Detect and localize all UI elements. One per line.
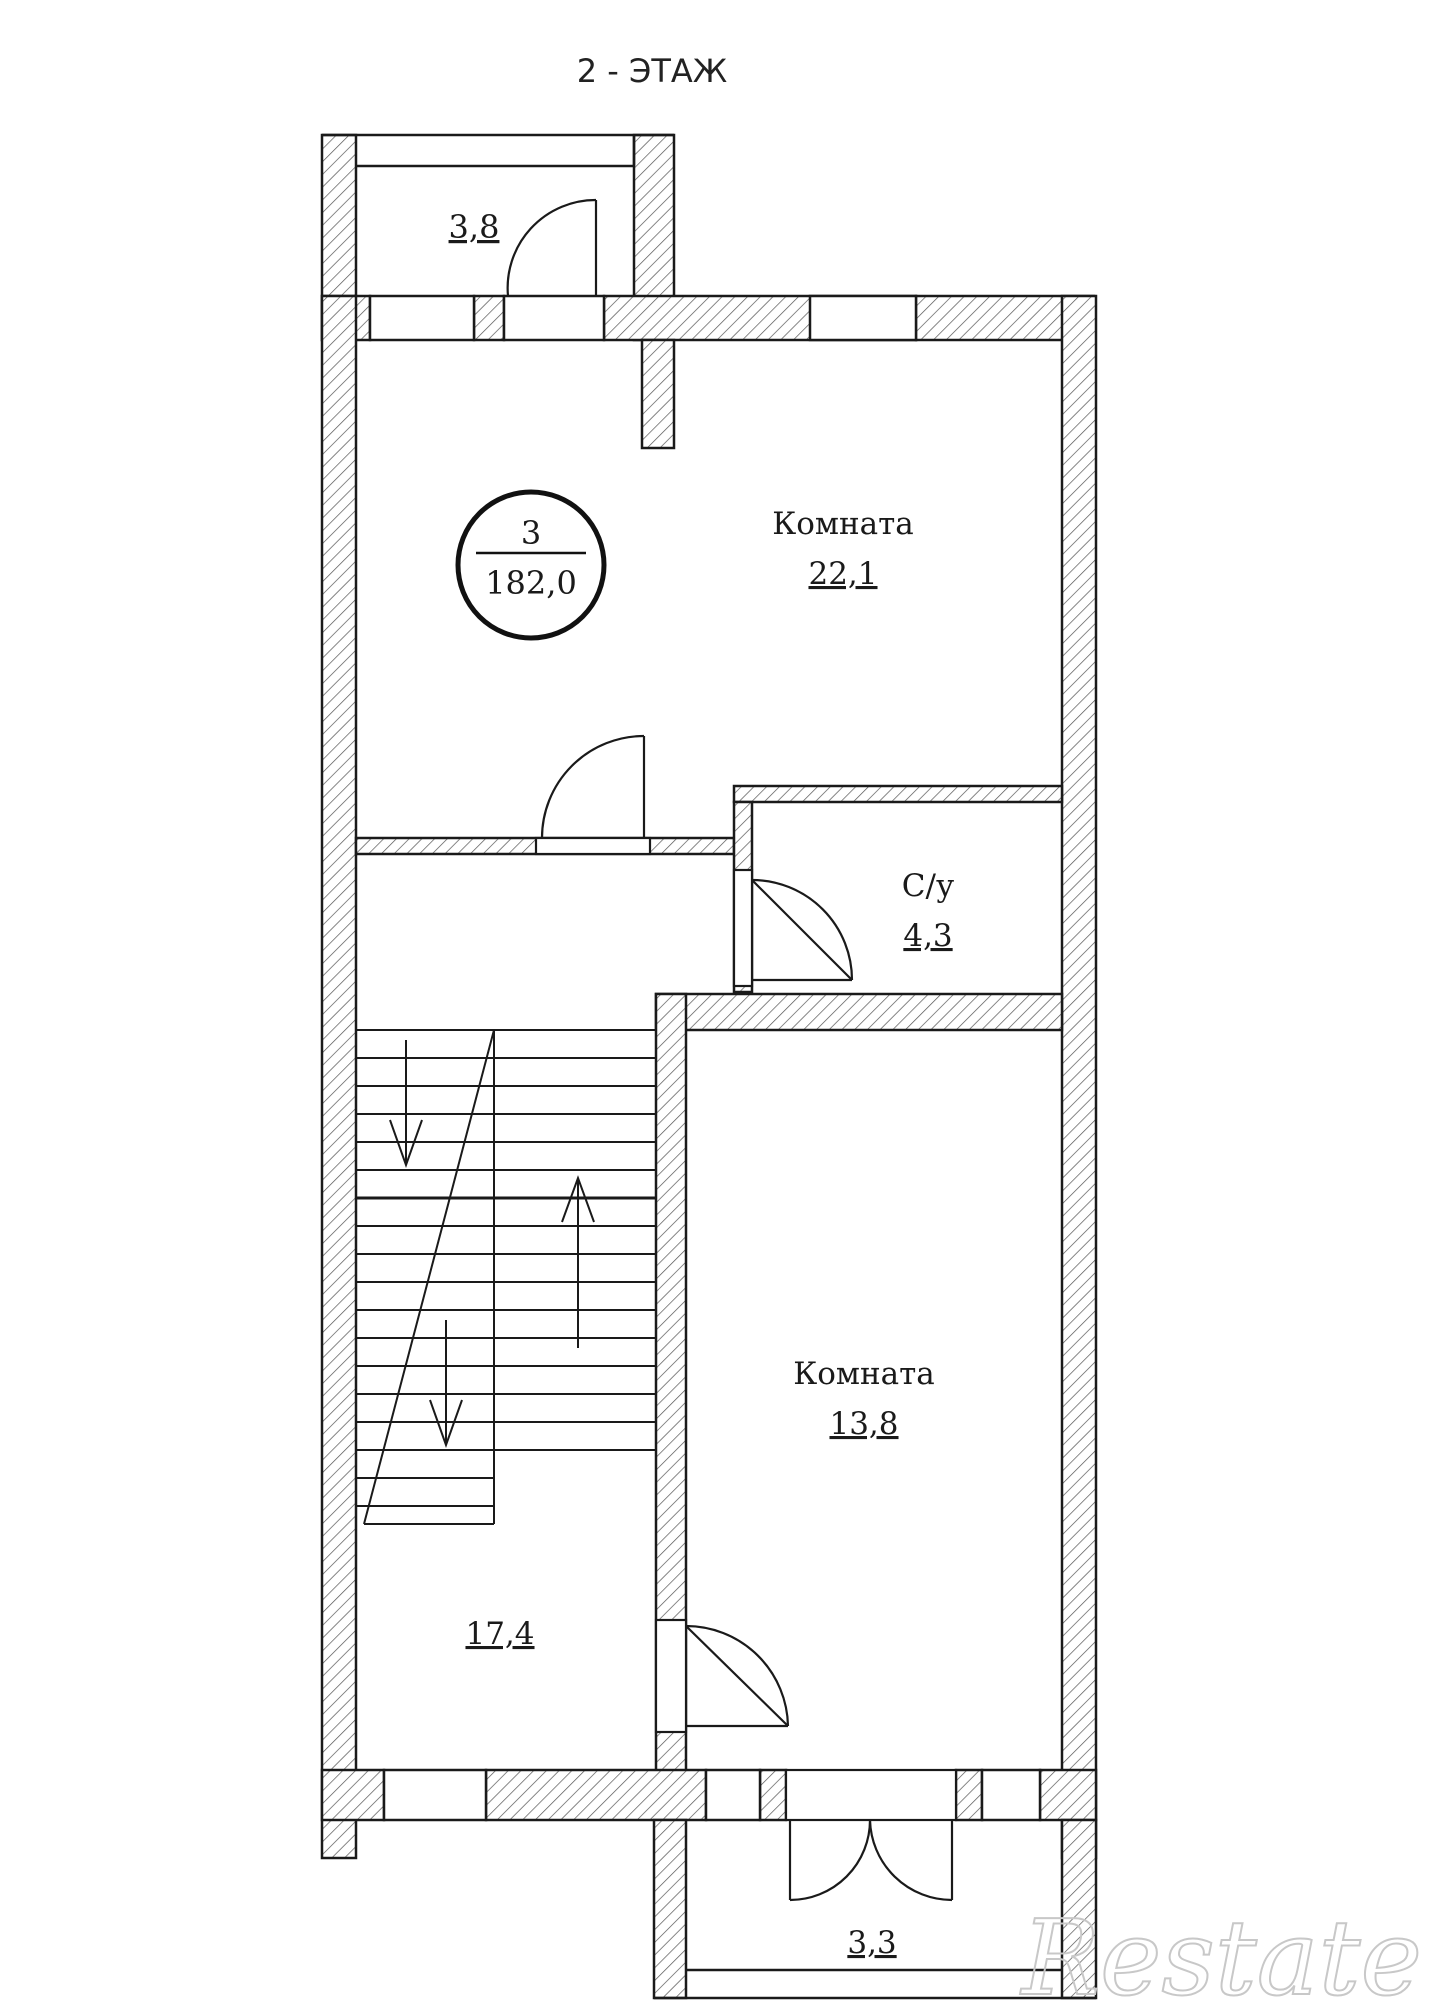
window-north-2 xyxy=(502,294,606,342)
watermark-logo: Restate xyxy=(1020,1897,1422,2000)
wall-stub xyxy=(640,338,676,450)
walls xyxy=(320,133,1098,2000)
wall-south-d xyxy=(954,1768,984,1822)
window-north-1 xyxy=(368,294,476,342)
door-room-large xyxy=(534,734,652,856)
balcony-top-area: 3,8 xyxy=(449,208,500,246)
staircase xyxy=(356,1029,656,1525)
door-balcony-bottom xyxy=(784,1768,958,1902)
balcony-bottom-area: 3,3 xyxy=(847,1925,896,1961)
wall-south-b xyxy=(484,1768,708,1822)
wall-south-e xyxy=(1038,1768,1098,1822)
room-small-name: Комната xyxy=(793,1356,935,1392)
window-south-2 xyxy=(704,1768,762,1822)
door-room-small xyxy=(654,1618,790,1734)
room-small-area: 13,8 xyxy=(829,1406,898,1442)
apartment-total-area: 182,0 xyxy=(485,564,577,602)
window-north-3 xyxy=(808,294,918,342)
balcony-top xyxy=(322,133,674,168)
room-large-area: 22,1 xyxy=(808,556,877,592)
floor-title: 2 - ЭТАЖ xyxy=(577,52,728,90)
wall-south-c xyxy=(758,1768,788,1822)
wall-balcony-bottom-right xyxy=(1060,1818,1098,2000)
stair-hall-area: 17,4 xyxy=(465,1616,534,1652)
door-balcony-top xyxy=(506,198,598,297)
wall-balcony-bottom-left xyxy=(652,1818,688,2000)
apartment-number: 3 xyxy=(521,514,541,552)
wall-room-bath xyxy=(732,784,1064,804)
windows xyxy=(368,294,1042,1822)
wall-north-b xyxy=(472,294,506,342)
wall-bath-south xyxy=(654,992,1064,1032)
wall-west xyxy=(320,294,358,1860)
bathroom-name: С/у xyxy=(902,868,954,904)
apartment-marker: 3 182,0 xyxy=(455,489,607,641)
window-south-1 xyxy=(382,1768,488,1822)
balcony-bottom xyxy=(654,1968,1096,2000)
doors xyxy=(506,198,958,1902)
bathroom-area: 4,3 xyxy=(903,918,952,954)
window-south-3 xyxy=(980,1768,1042,1822)
wall-south-a xyxy=(320,1768,386,1822)
door-bathroom xyxy=(732,868,854,988)
room-large-name: Комната xyxy=(772,506,914,542)
wall-east xyxy=(1060,294,1098,1860)
